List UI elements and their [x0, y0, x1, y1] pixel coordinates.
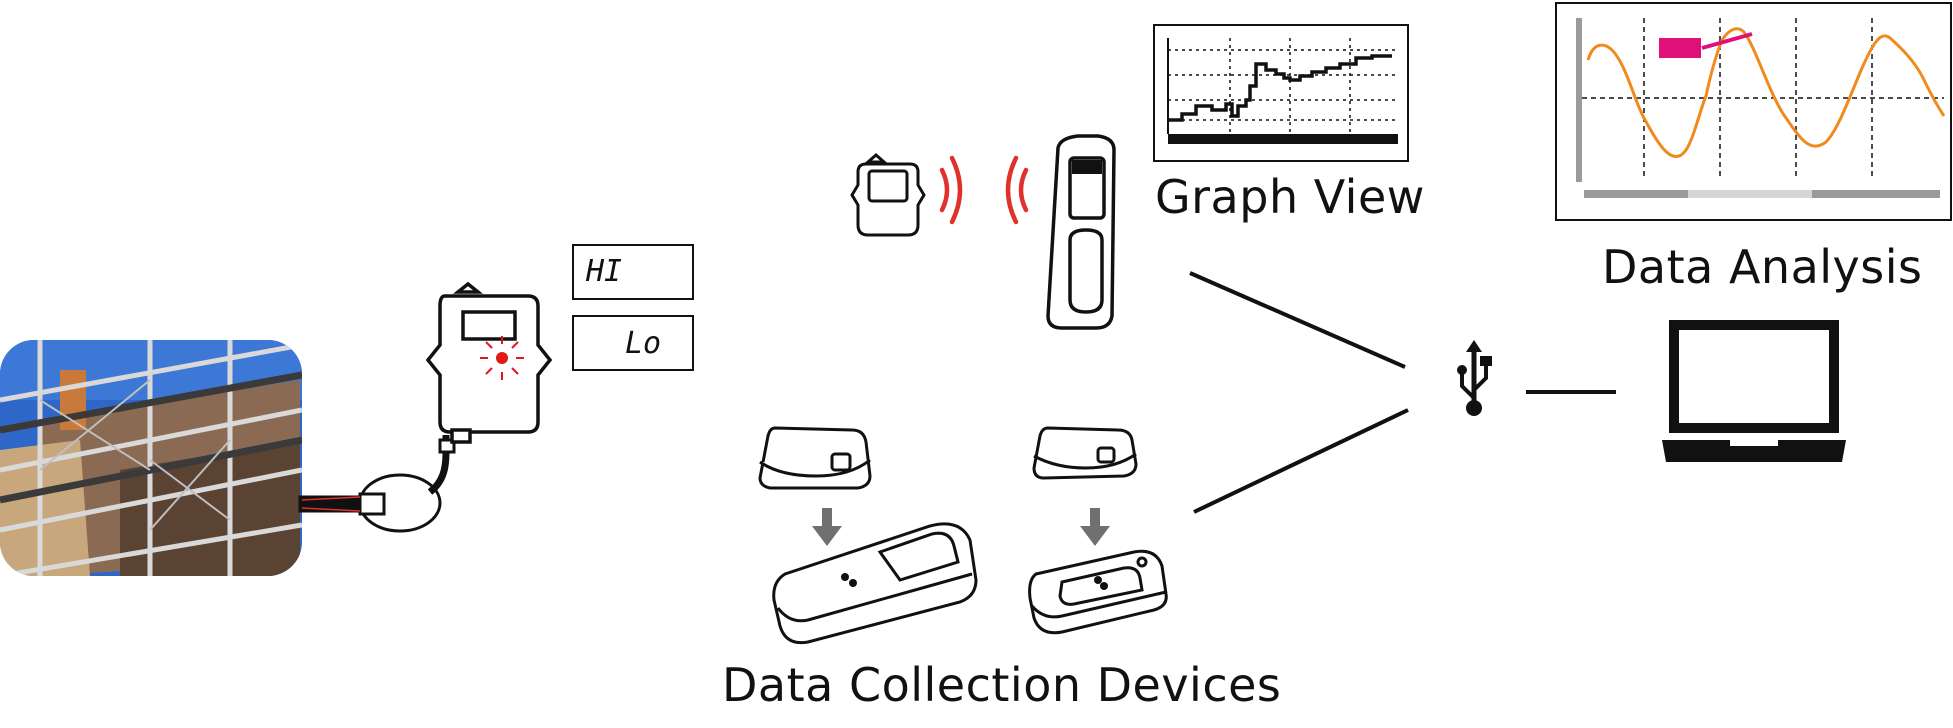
data-analysis-label: Data Analysis: [1602, 240, 1923, 294]
docking-logger-2: [1032, 426, 1138, 480]
lcd-hi-box: [572, 244, 694, 300]
lcd-hi-text: HI: [586, 254, 623, 289]
signal-waves-icon: [939, 155, 1029, 225]
wireless-logger-icon: [850, 153, 926, 237]
scaffold-photo: [0, 340, 302, 576]
logger-icon: [425, 281, 553, 444]
alarm-indicator: [480, 336, 524, 380]
lcd-lo-box: [572, 315, 694, 371]
down-arrow-1-icon: [812, 508, 842, 546]
lcd-lo-text: Lo: [625, 326, 662, 361]
laptop-icon: [1662, 320, 1846, 462]
connection-lines: [1189, 271, 1616, 514]
data-analysis-window: [1555, 2, 1952, 221]
graph-view-window: [1153, 24, 1409, 162]
handheld-reader-icon: [1046, 134, 1116, 330]
data-collection-label: Data Collection Devices: [722, 658, 1282, 712]
usb-icon: [1457, 340, 1492, 416]
docking-station-2: [1028, 549, 1168, 635]
docking-logger-1: [758, 426, 872, 490]
down-arrow-2-icon: [1080, 508, 1110, 546]
docking-station-1: [772, 522, 978, 645]
graph-view-label: Graph View: [1155, 170, 1425, 224]
sensor-probe-icon: [298, 434, 456, 533]
